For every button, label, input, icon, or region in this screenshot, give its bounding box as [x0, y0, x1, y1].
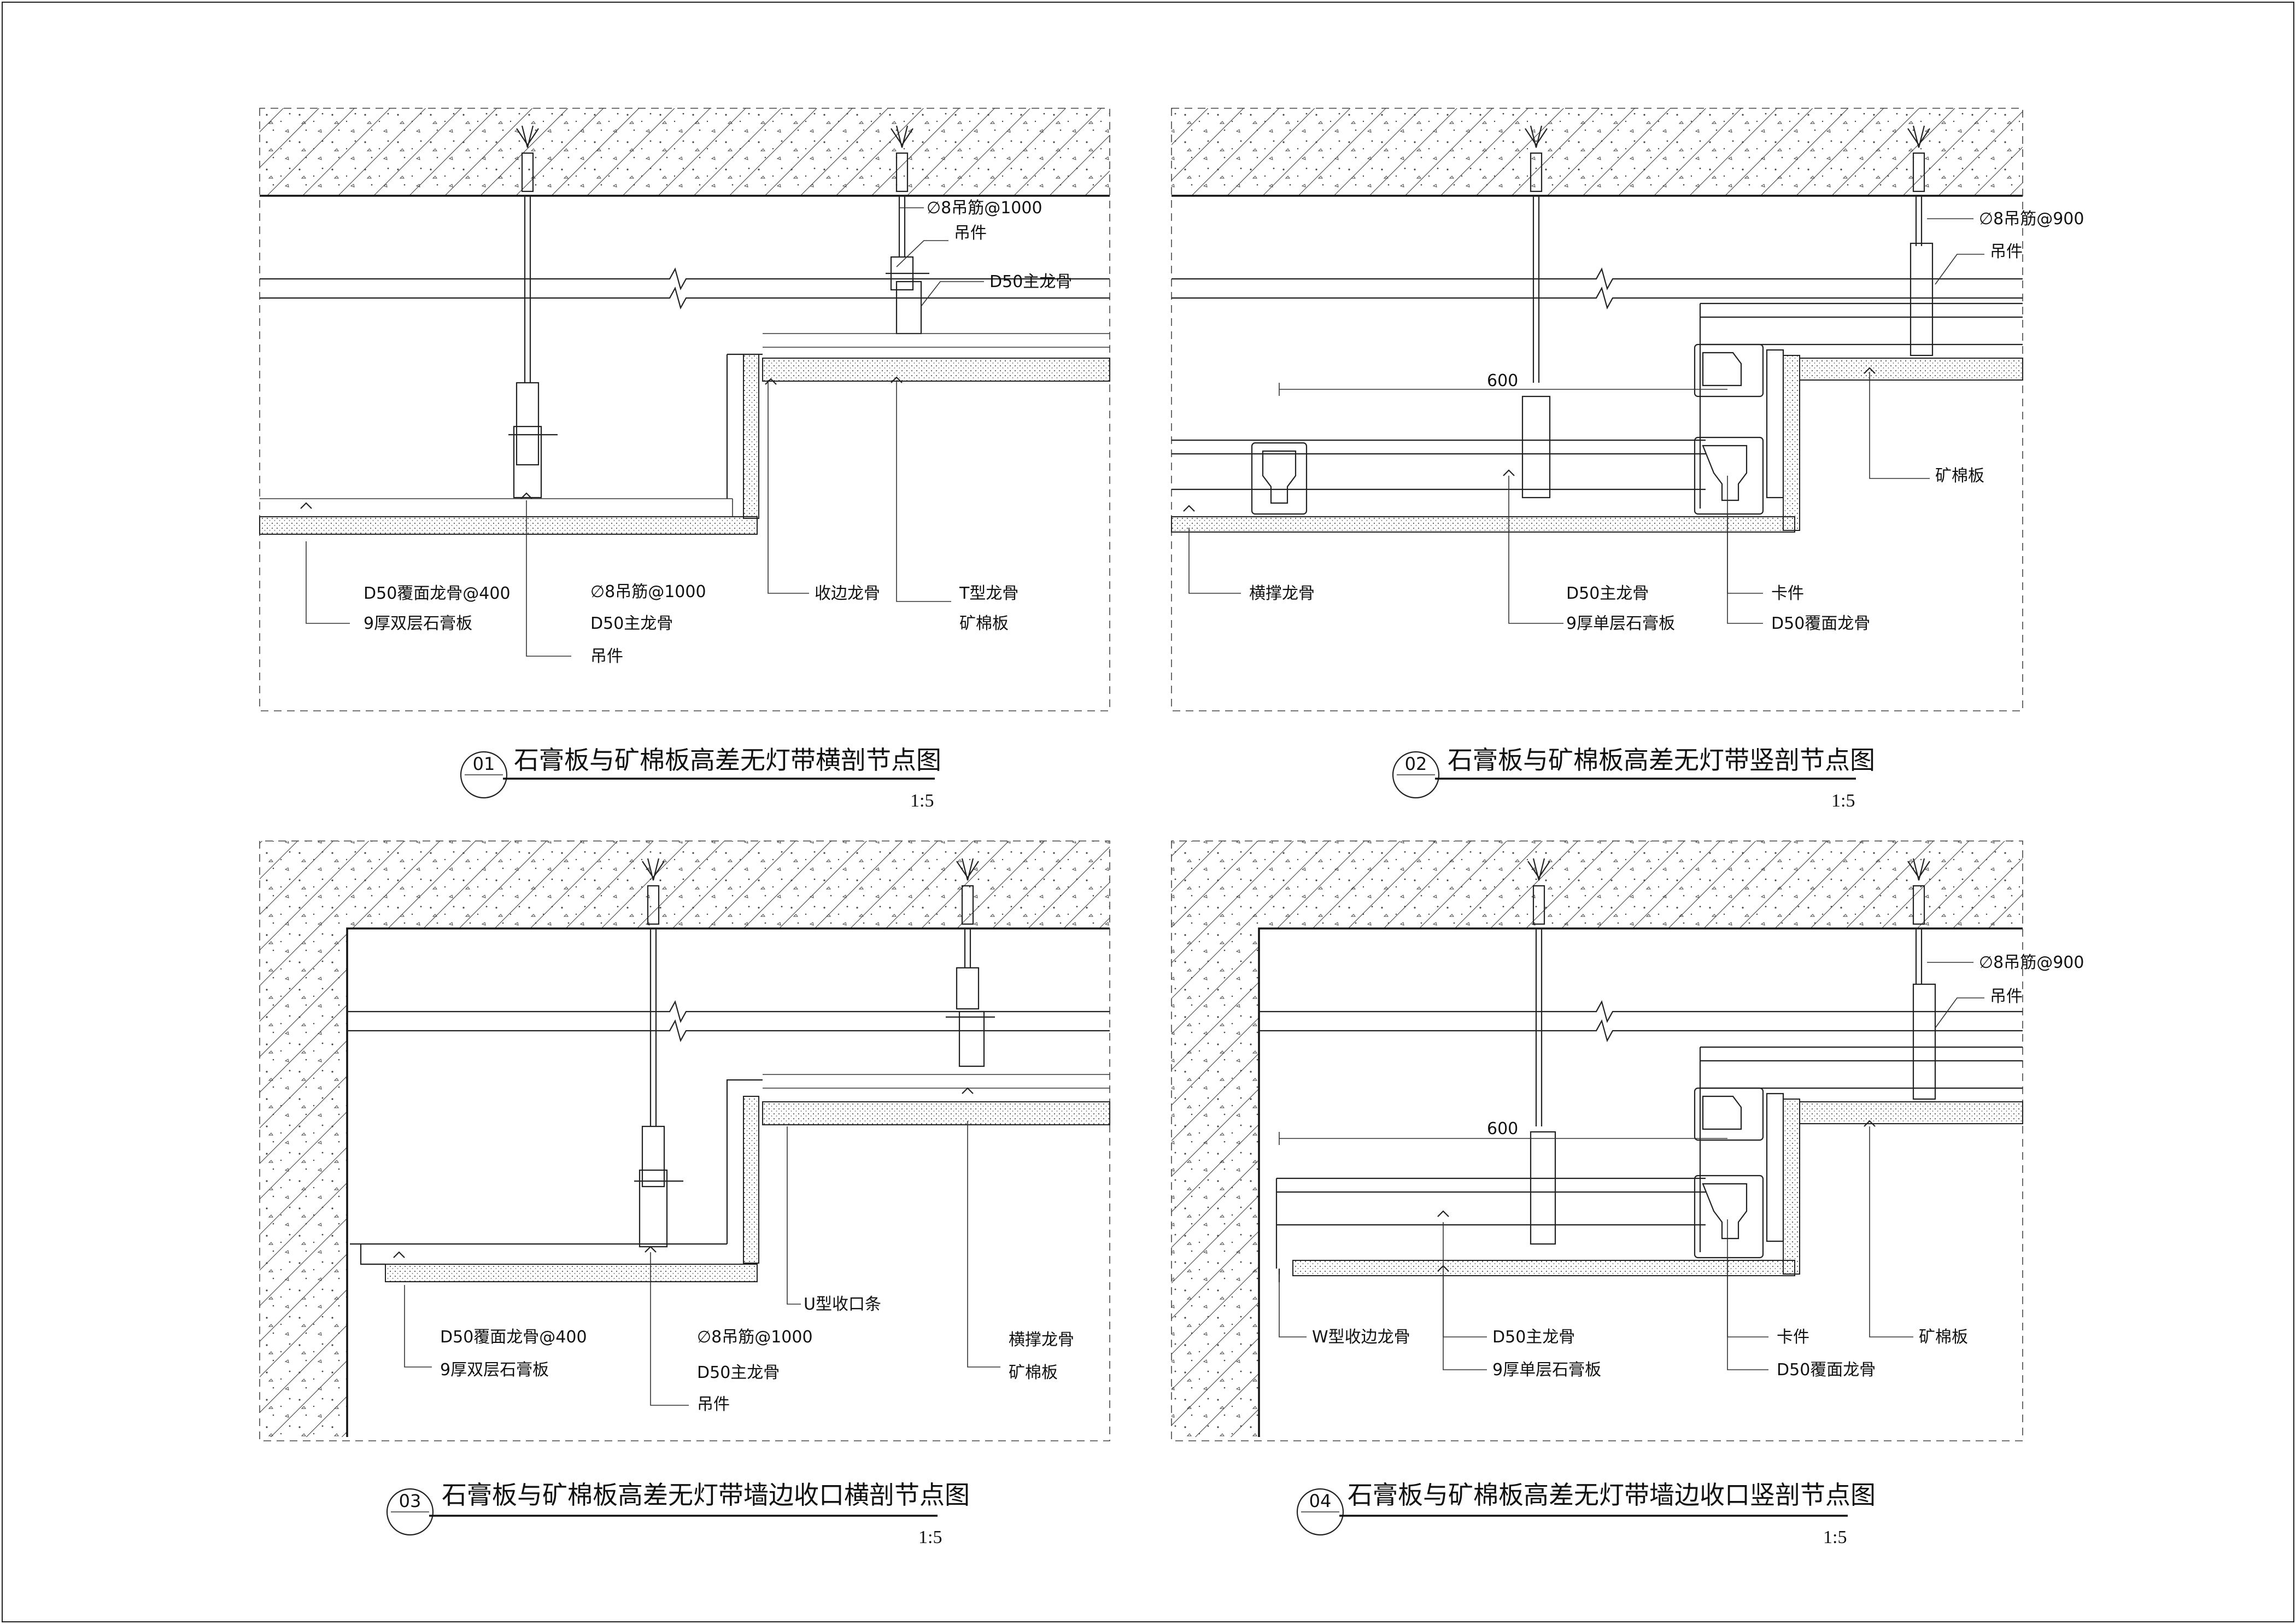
d02-label-hanger: 吊件: [1990, 242, 2023, 261]
d01-label-gypsum: 9厚双层石膏板: [364, 614, 472, 633]
d03-label-gypsum: 9厚双层石膏板: [440, 1360, 549, 1380]
d03-label-u-strip: U型收口条: [804, 1295, 881, 1314]
d03-label-rod: ∅8吊筋@1000: [697, 1328, 813, 1347]
d03-title: 石膏板与矿棉板高差无灯带墙边收口横剖节点图: [442, 1480, 970, 1510]
d02-label-cross-keel: 横撑龙骨: [1249, 584, 1315, 603]
d03-scale: 1:5: [918, 1527, 942, 1547]
d01-number-bubble: [460, 751, 508, 799]
d03-number-bubble: [386, 1488, 434, 1536]
d01-label-edge-keel: 收边龙骨: [815, 584, 880, 603]
d02-label-furring: D50覆面龙骨: [1771, 614, 1870, 633]
d01-label-main-keel-top: D50主龙骨: [989, 272, 1072, 291]
d01-label-hanger: 吊件: [590, 647, 623, 666]
d04-label-furring: D50覆面龙骨: [1777, 1360, 1876, 1380]
d03-label-furring: D50覆面龙骨@400: [440, 1328, 587, 1347]
d02-title: 石膏板与矿棉板高差无灯带竖剖节点图: [1448, 745, 1875, 775]
d04-label-main-keel: D50主龙骨: [1492, 1328, 1575, 1347]
d02-scale: 1:5: [1831, 791, 1855, 811]
d02-label-gypsum: 9厚单层石膏板: [1566, 614, 1675, 633]
drawing-03: U型收口条 D50覆面龙骨@400 9厚双层石膏板 ∅8吊筋@1000 D50主…: [259, 840, 1110, 1547]
d03-number: 03: [399, 1491, 421, 1511]
d01-title: 石膏板与矿棉板高差无灯带横剖节点图: [514, 745, 941, 775]
d04-dimension: 600: [1487, 1119, 1518, 1138]
d02-label-mineral: 矿棉板: [1935, 466, 1984, 486]
d01-label-hanger-top: 吊件: [954, 224, 987, 243]
d04-number: 04: [1309, 1491, 1332, 1511]
d02-label-clip: 卡件: [1771, 584, 1804, 603]
d04-label-mineral: 矿棉板: [1919, 1328, 1968, 1347]
d04-label-gypsum: 9厚单层石膏板: [1492, 1360, 1601, 1380]
d02-dimension: 600: [1487, 371, 1518, 390]
d02-number: 02: [1405, 753, 1427, 774]
d01-label-t-keel: T型龙骨: [959, 584, 1018, 603]
d01-label-main-keel: D50主龙骨: [590, 614, 673, 633]
d01-label-rod: ∅8吊筋@1000: [590, 582, 706, 601]
drawing-04: 600 ∅8吊筋@900 吊件 W型收边龙骨 D50主龙骨 9厚单层石膏板 卡件…: [1171, 840, 2084, 1547]
d04-number-bubble: [1296, 1488, 1344, 1536]
drawing-02: 600 ∅8吊筋@900 吊件 矿棉板 横撑龙骨 D50主龙骨 9厚单层石膏板 …: [1171, 108, 2084, 811]
d03-label-hanger: 吊件: [697, 1395, 730, 1414]
d01-label-mineral: 矿棉板: [959, 614, 1009, 633]
d04-label-hanger: 吊件: [1990, 987, 2023, 1006]
d01-label-rod-top: ∅8吊筋@1000: [927, 198, 1042, 218]
d02-number-bubble: [1392, 751, 1440, 799]
d04-label-rod: ∅8吊筋@900: [1979, 953, 2084, 972]
d04-scale: 1:5: [1823, 1527, 1847, 1547]
d03-label-mineral: 矿棉板: [1009, 1363, 1058, 1382]
d03-label-main-keel: D50主龙骨: [697, 1363, 780, 1382]
drawing-01: ∅8吊筋@1000 吊件 D50主龙骨 D50覆面龙骨@400 9厚双层石膏板 …: [259, 108, 1110, 811]
d01-label-furring: D50覆面龙骨@400: [364, 584, 511, 603]
d04-label-clip: 卡件: [1777, 1328, 1809, 1347]
d04-title: 石膏板与矿棉板高差无灯带墙边收口竖剖节点图: [1348, 1480, 1876, 1510]
d03-label-cross-keel: 横撑龙骨: [1009, 1330, 1074, 1350]
d01-scale: 1:5: [910, 791, 934, 811]
d01-number: 01: [473, 753, 495, 774]
d02-label-rod: ∅8吊筋@900: [1979, 209, 2084, 229]
d04-label-w-keel: W型收边龙骨: [1312, 1328, 1410, 1347]
d02-label-main-keel: D50主龙骨: [1566, 584, 1649, 603]
